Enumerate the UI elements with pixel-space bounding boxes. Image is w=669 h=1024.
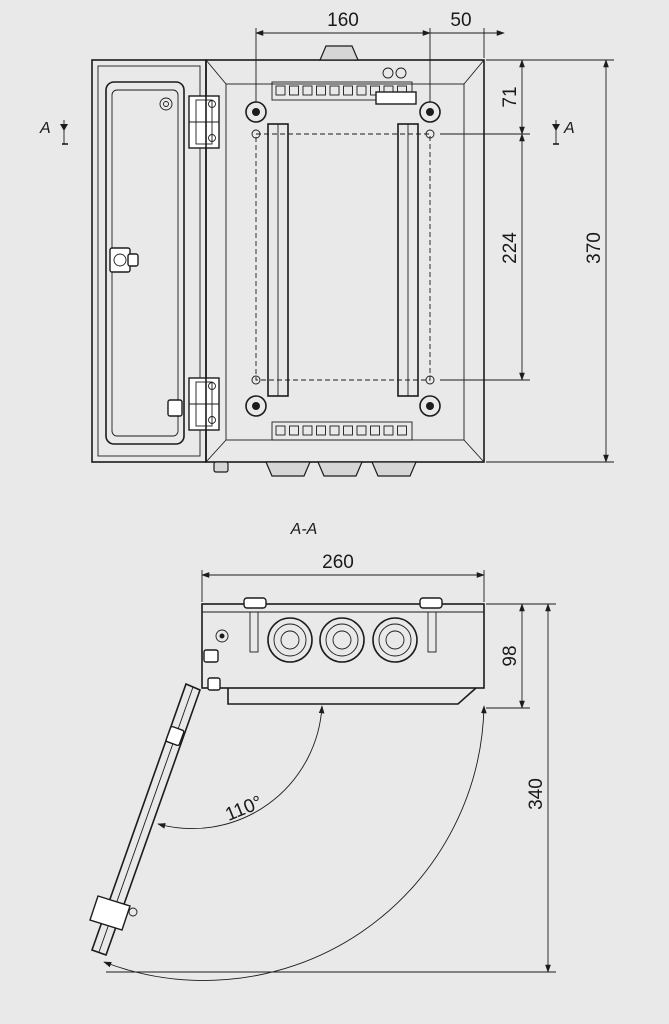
section-view: A-A	[89, 521, 556, 981]
terminal-cell	[343, 425, 353, 436]
door-latch	[109, 247, 139, 273]
dimension-260: 260	[201, 552, 485, 602]
screw-icon	[395, 67, 407, 79]
dimension-340: 340	[106, 603, 556, 973]
terminal-cell	[275, 85, 286, 96]
top-cable-gland	[319, 45, 359, 61]
section-door	[89, 682, 202, 957]
terminal-cell	[356, 85, 367, 96]
section-title: A-A	[290, 521, 318, 538]
dimension-370: 370	[486, 59, 614, 463]
svg-text:98: 98	[500, 645, 521, 666]
dimension-98: 98	[486, 603, 556, 709]
hinge-bottom	[188, 377, 220, 431]
terminal-cell	[302, 425, 313, 436]
terminal-cell	[275, 425, 286, 436]
switch-block	[375, 91, 417, 105]
section-marker-left: A	[39, 120, 68, 145]
hinge-top	[188, 95, 220, 149]
svg-text:224: 224	[500, 232, 521, 264]
top-terminal-block	[271, 81, 413, 101]
terminal-cell	[316, 425, 326, 436]
terminal-cell	[302, 85, 313, 96]
svg-text:71: 71	[500, 86, 521, 107]
svg-text:50: 50	[450, 10, 471, 31]
section-marker-right: A	[552, 120, 575, 145]
mounting-plate-outline	[255, 133, 431, 381]
svg-text:A: A	[39, 120, 51, 137]
terminal-cell	[397, 425, 407, 436]
svg-text:260: 260	[322, 552, 354, 573]
angle-110: 110°	[157, 705, 325, 830]
terminal-cell	[329, 425, 340, 436]
dimension-50: 50	[430, 10, 505, 58]
din-rail-right	[397, 123, 419, 397]
section-enclosure	[201, 597, 485, 705]
svg-text:370: 370	[584, 232, 605, 264]
terminal-cell	[289, 85, 299, 96]
terminal-cell	[356, 425, 367, 436]
screw-icon	[382, 67, 394, 79]
terminal-cell	[316, 85, 326, 96]
svg-text:160: 160	[327, 10, 359, 31]
bottom-cable-glands	[213, 461, 417, 477]
dimension-71: 71	[440, 59, 530, 135]
terminal-cell	[329, 85, 340, 96]
front-view: A A 160 50 71	[39, 10, 614, 477]
terminal-cell	[370, 425, 380, 436]
din-rail-left	[267, 123, 289, 397]
bottom-terminal-block	[271, 421, 413, 441]
door-panel	[91, 59, 207, 463]
svg-text:A: A	[563, 120, 575, 137]
dimension-224: 224	[440, 133, 530, 381]
terminal-cell	[370, 85, 380, 96]
terminal-cell	[289, 425, 299, 436]
section-cable-glands	[267, 617, 418, 663]
terminal-cell	[383, 425, 394, 436]
terminal-cell	[343, 85, 353, 96]
svg-text:110°: 110°	[222, 792, 265, 826]
dimension-160: 160	[255, 10, 431, 102]
mounting-bolts	[245, 101, 441, 417]
svg-text:340: 340	[526, 778, 547, 810]
door-swing-arc	[103, 705, 487, 981]
